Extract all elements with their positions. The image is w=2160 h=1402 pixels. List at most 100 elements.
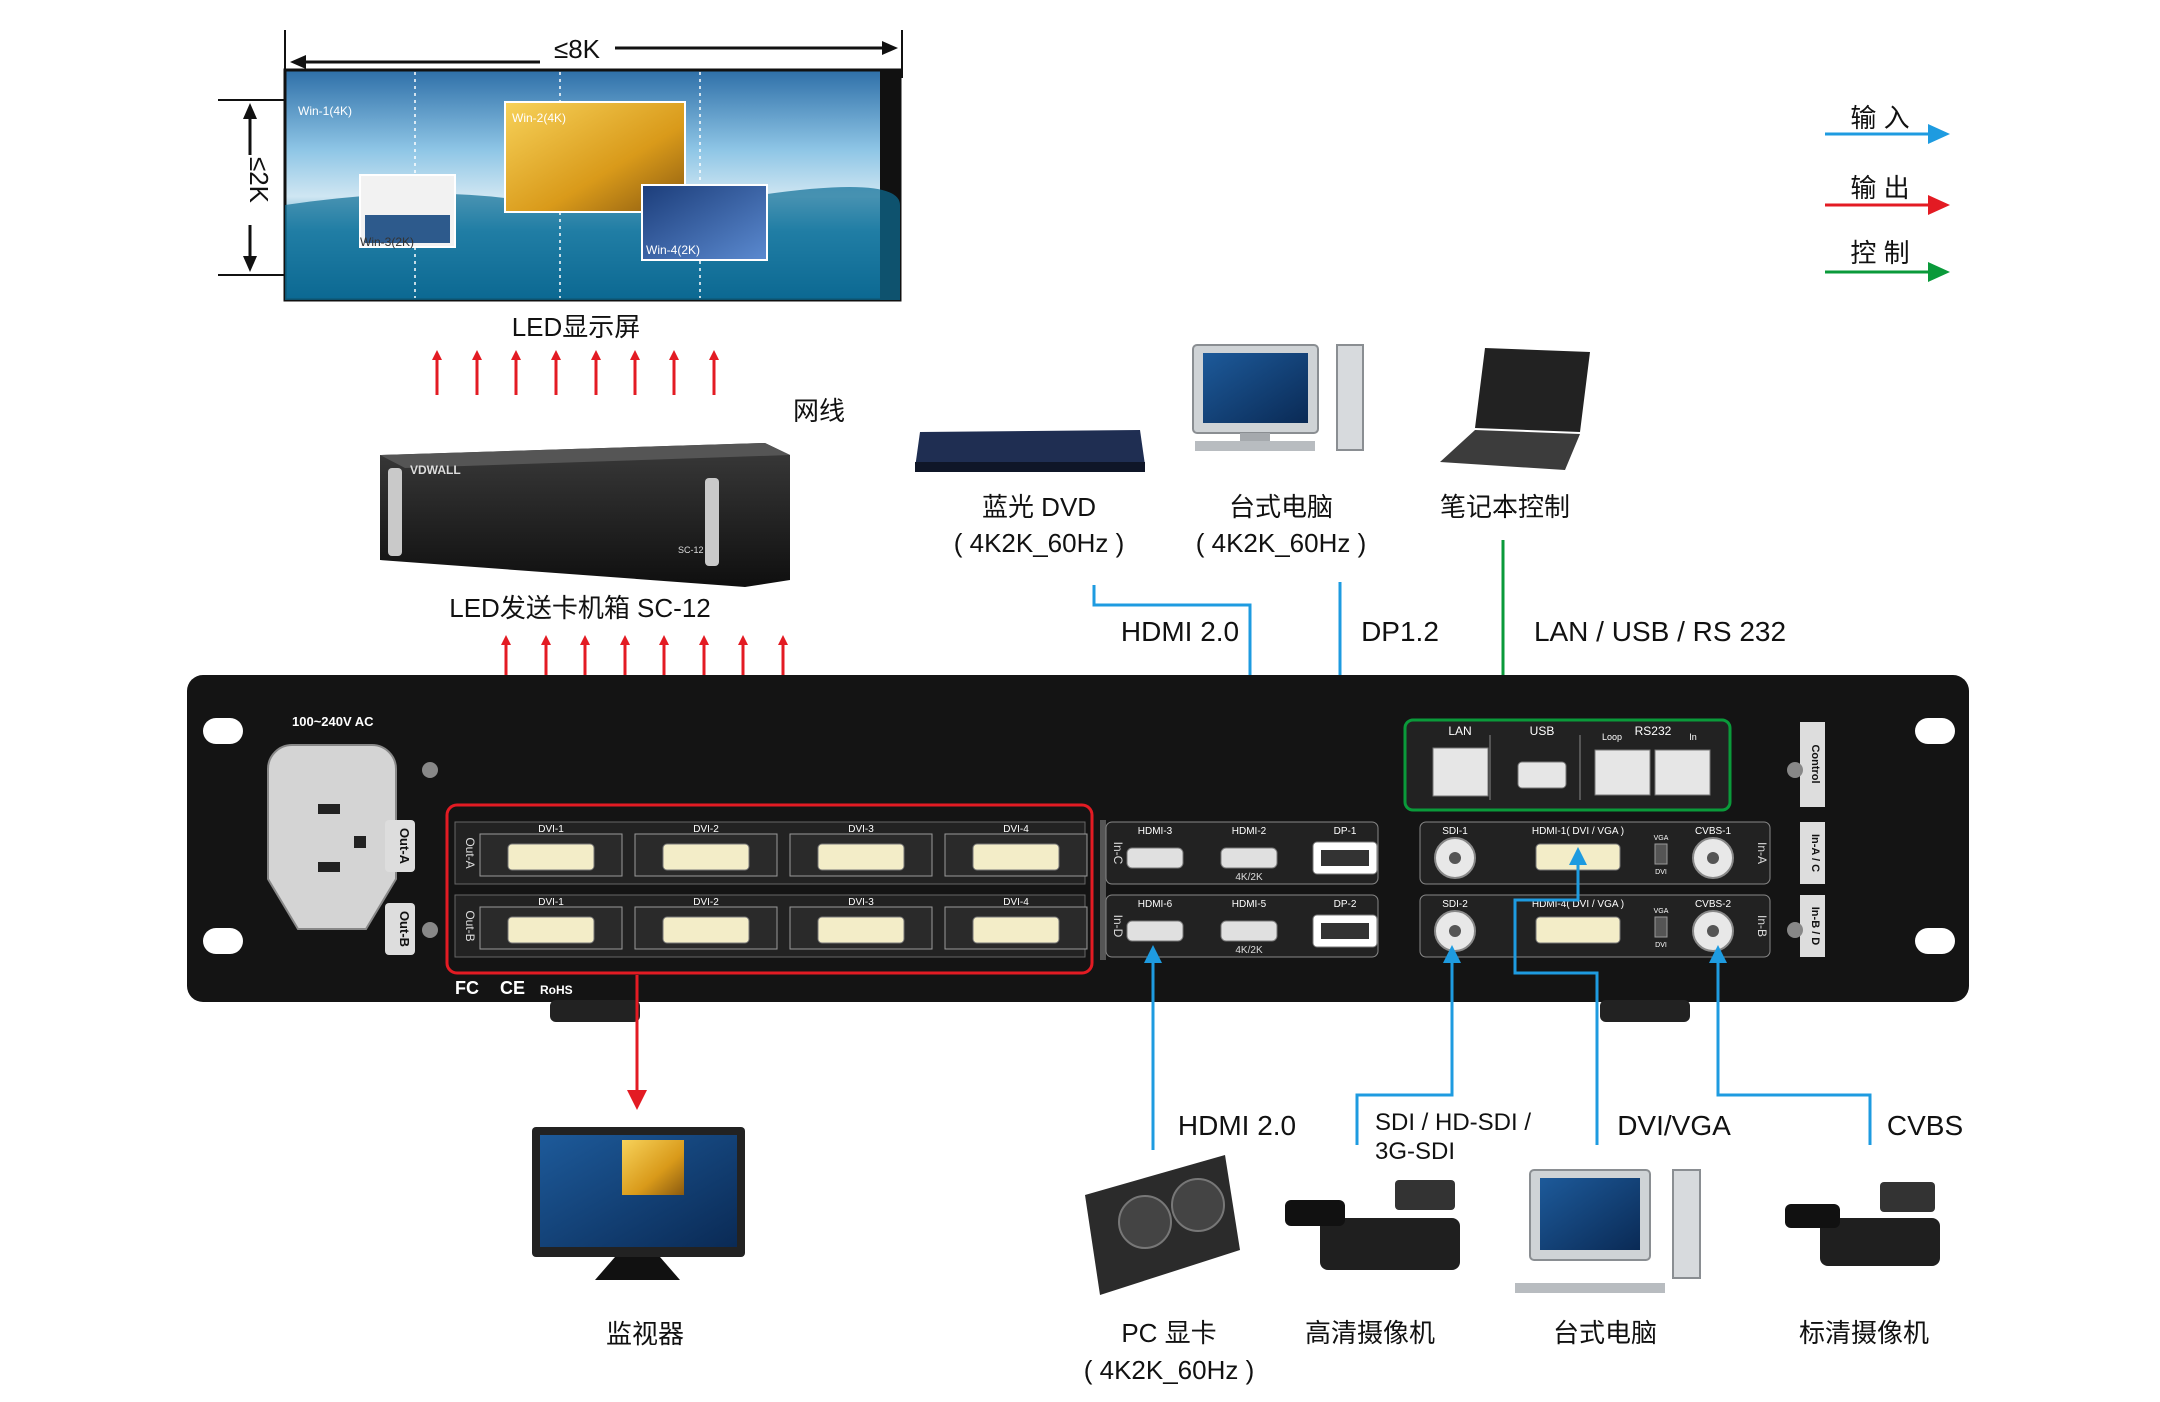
- win4-label: Win-4(2K): [646, 243, 700, 257]
- vga-dvi-switch[interactable]: [1654, 916, 1668, 938]
- gpu-fan: [1171, 1178, 1225, 1232]
- gpu-fan: [1118, 1195, 1172, 1249]
- lan-label: LAN: [1448, 724, 1471, 738]
- power-pin: [318, 804, 340, 814]
- link-hdmi-top: HDMI 2.0: [1121, 616, 1239, 647]
- power-socket[interactable]: [267, 744, 397, 930]
- in-b-label: In-B: [1755, 915, 1769, 937]
- hdmi-input-port[interactable]: [1126, 920, 1184, 942]
- legend-output-label: 输 出: [1850, 173, 1909, 203]
- dvi-switch-label: DVI: [1655, 942, 1667, 949]
- dp-port-slot: [1321, 850, 1369, 866]
- input-port-label: HDMI-1( DVI / VGA ): [1532, 826, 1624, 837]
- source-hd-camera: 高清摄像机: [1285, 1180, 1460, 1348]
- source-desktop-top: 台式电脑 ( 4K2K_60Hz ): [1192, 344, 1366, 558]
- width-label: ≤8K: [554, 34, 601, 64]
- hd-camera-body: [1320, 1218, 1460, 1270]
- sender-box-body: [380, 443, 790, 587]
- out-b-label: Out-B: [397, 911, 412, 947]
- laptop-base: [1440, 430, 1580, 470]
- input-arrow-icon: [1569, 847, 1587, 865]
- dvi-vga-in-line: [1513, 860, 1599, 1145]
- input-port-label: CVBS-2: [1695, 899, 1732, 910]
- dvi-switch-label: DVI: [1655, 869, 1667, 876]
- dvi-output-port[interactable]: [507, 843, 595, 871]
- dvi-port-label: DVI-2: [693, 824, 719, 835]
- bnc-port-pin: [1449, 925, 1461, 937]
- monitor-name: 监视器: [606, 1319, 684, 1349]
- win3-label: Win-3(2K): [360, 235, 414, 249]
- sd-camera-name: 标清摄像机: [1799, 1318, 1929, 1348]
- bluray-name: 蓝光 DVD: [982, 492, 1096, 522]
- arrow-right-icon: [882, 41, 898, 55]
- sender-box-handle: [705, 478, 719, 566]
- output-group-frame: [445, 803, 1094, 975]
- rs232-label: RS232: [1635, 724, 1672, 738]
- dvi-output-port[interactable]: [817, 843, 905, 871]
- led-screen: Win-1(4K) Win-2(4K) Win-3(2K) Win-4(2K) …: [218, 30, 903, 342]
- input-arrow-icon: [1443, 945, 1461, 963]
- cert-rohs: RoHS: [540, 983, 573, 997]
- hdmi-input-port[interactable]: [1220, 847, 1278, 869]
- side-label-bd: In-B / D: [1809, 907, 1821, 946]
- link-sdi-bottom-2: 3G-SDI: [1375, 1138, 1455, 1165]
- desktop-top-name: 台式电脑: [1229, 492, 1333, 522]
- power-pin: [318, 862, 340, 872]
- rack-hole: [1915, 928, 1955, 954]
- dvi-output-port[interactable]: [507, 916, 595, 944]
- source-desktop-bottom: 台式电脑: [1515, 1169, 1701, 1348]
- rack-hole: [203, 928, 243, 954]
- output-arrow-icon: [627, 1090, 647, 1110]
- out-a-tag: [385, 820, 415, 872]
- input-arrow-icon: [1144, 945, 1162, 963]
- dvi-vga-input-port[interactable]: [1535, 916, 1621, 944]
- vga-dvi-switch[interactable]: [1654, 843, 1668, 865]
- height-label: ≤2K: [244, 157, 274, 204]
- legend-input-arrow-icon: [1928, 124, 1950, 144]
- sender-box-model: SC-12: [678, 545, 704, 555]
- dvi-output-port[interactable]: [972, 916, 1060, 944]
- dvi-output-port[interactable]: [662, 843, 750, 871]
- link-sdi-bottom: SDI / HD-SDI /: [1375, 1109, 1531, 1136]
- link-cvbs: CVBS: [1887, 1110, 1963, 1141]
- video-processor: 100~240V AC Out-A Out-B Out-A Out-B DVI-…: [187, 675, 1969, 1022]
- hdmi-input-port[interactable]: [1126, 847, 1184, 869]
- dvi-output-port[interactable]: [972, 843, 1060, 871]
- monitor-stand: [595, 1257, 680, 1280]
- dvi-output-port[interactable]: [662, 916, 750, 944]
- lan-port[interactable]: [1432, 747, 1489, 797]
- usb-port[interactable]: [1517, 761, 1567, 789]
- source-bluray-dvd: 蓝光 DVD ( 4K2K_60Hz ): [915, 430, 1145, 558]
- dvi-output-port[interactable]: [817, 916, 905, 944]
- screw: [422, 922, 438, 938]
- legend-input-label: 输 入: [1850, 103, 1909, 133]
- hdmi-input-port[interactable]: [1220, 920, 1278, 942]
- sender-box-brand: VDWALL: [410, 463, 461, 477]
- gpu-spec: ( 4K2K_60Hz ): [1084, 1355, 1255, 1385]
- screw: [1787, 762, 1803, 778]
- input-port-label: DP-2: [1334, 899, 1357, 910]
- rs232-loop-port[interactable]: [1594, 749, 1651, 796]
- bnc-port-pin: [1707, 925, 1719, 937]
- hdmi-4k-label: 4K/2K: [1235, 872, 1263, 883]
- vga-switch-label: VGA: [1654, 908, 1669, 915]
- bnc-port-pin: [1707, 852, 1719, 864]
- link-dp-top: DP1.2: [1361, 616, 1439, 647]
- input-port-label: HDMI-4( DVI / VGA ): [1532, 899, 1624, 910]
- sender-box: VDWALL SC-12 网线 LED发送卡机箱 SC-12: [380, 396, 845, 623]
- legend-control-label: 控 制: [1850, 238, 1909, 268]
- in-c-label: In-C: [1111, 842, 1125, 865]
- rs232-in-port[interactable]: [1654, 749, 1711, 796]
- screw: [1787, 922, 1803, 938]
- rack-hole: [1915, 718, 1955, 744]
- dvi-port-label: DVI-4: [1003, 824, 1029, 835]
- network-label: 网线: [793, 396, 845, 426]
- laptop-screen: [1475, 348, 1590, 432]
- legend: 输 入 输 出 控 制: [1825, 103, 1950, 282]
- win4-panel: [641, 184, 768, 261]
- output-arrows-top: [432, 350, 719, 395]
- input-port-label: HDMI-3: [1138, 826, 1173, 837]
- out-a-label: Out-A: [397, 828, 412, 865]
